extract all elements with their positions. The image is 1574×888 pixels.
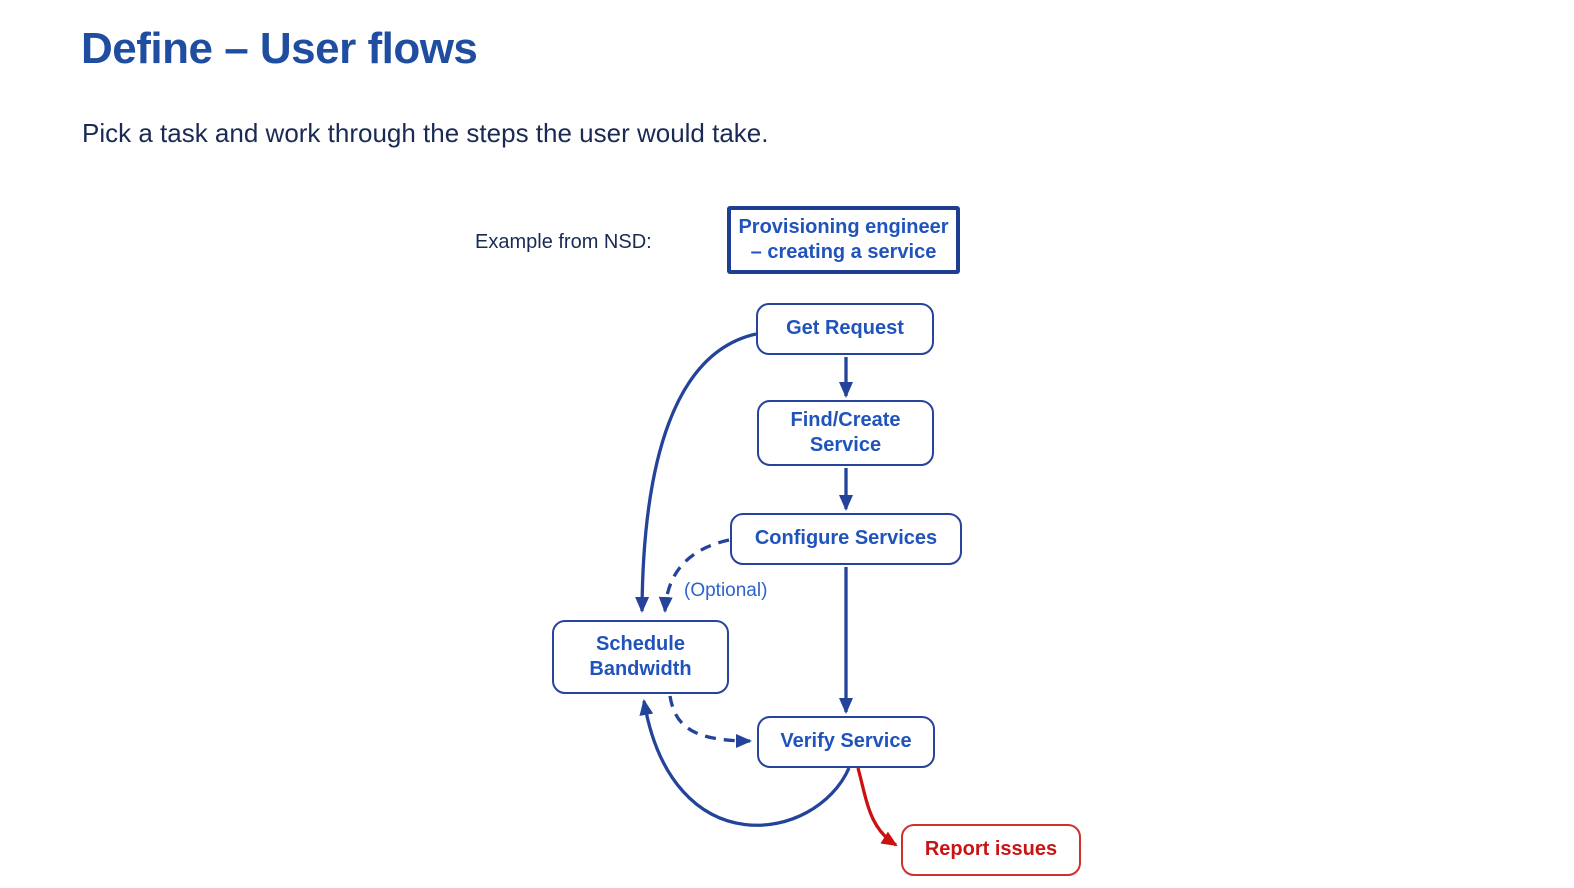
edge-schedule-to-verify <box>668 695 752 748</box>
node-persona: Provisioning engineer – creating a servi… <box>727 206 960 274</box>
node-get-request-label: Get Request <box>786 317 904 340</box>
edge-verify-to-report <box>856 767 898 847</box>
node-find-create-service-label: Find/Create Service <box>790 408 901 456</box>
optional-annotation: (Optional) <box>684 580 768 601</box>
page-subtitle: Pick a task and work through the steps t… <box>82 118 769 148</box>
node-persona-label: Provisioning engineer – creating a servi… <box>738 215 949 263</box>
node-schedule-bandwidth: Schedule Bandwidth <box>552 620 729 694</box>
node-report-issues: Report issues <box>901 824 1081 876</box>
node-report-issues-label: Report issues <box>924 838 1058 861</box>
node-find-create-service: Find/Create Service <box>757 400 934 466</box>
diagram-context-label: Example from NSD: <box>475 231 652 253</box>
node-configure-services: Configure Services <box>730 513 962 565</box>
node-get-request: Get Request <box>756 303 934 355</box>
node-configure-services-label: Configure Services <box>754 527 938 550</box>
edge-get-request-to-schedule <box>635 332 757 613</box>
node-schedule-bandwidth-label: Schedule Bandwidth <box>589 632 692 680</box>
page-title: Define – User flows <box>81 24 478 73</box>
node-verify-service: Verify Service <box>757 716 935 768</box>
node-verify-service-label: Verify Service <box>780 730 912 753</box>
